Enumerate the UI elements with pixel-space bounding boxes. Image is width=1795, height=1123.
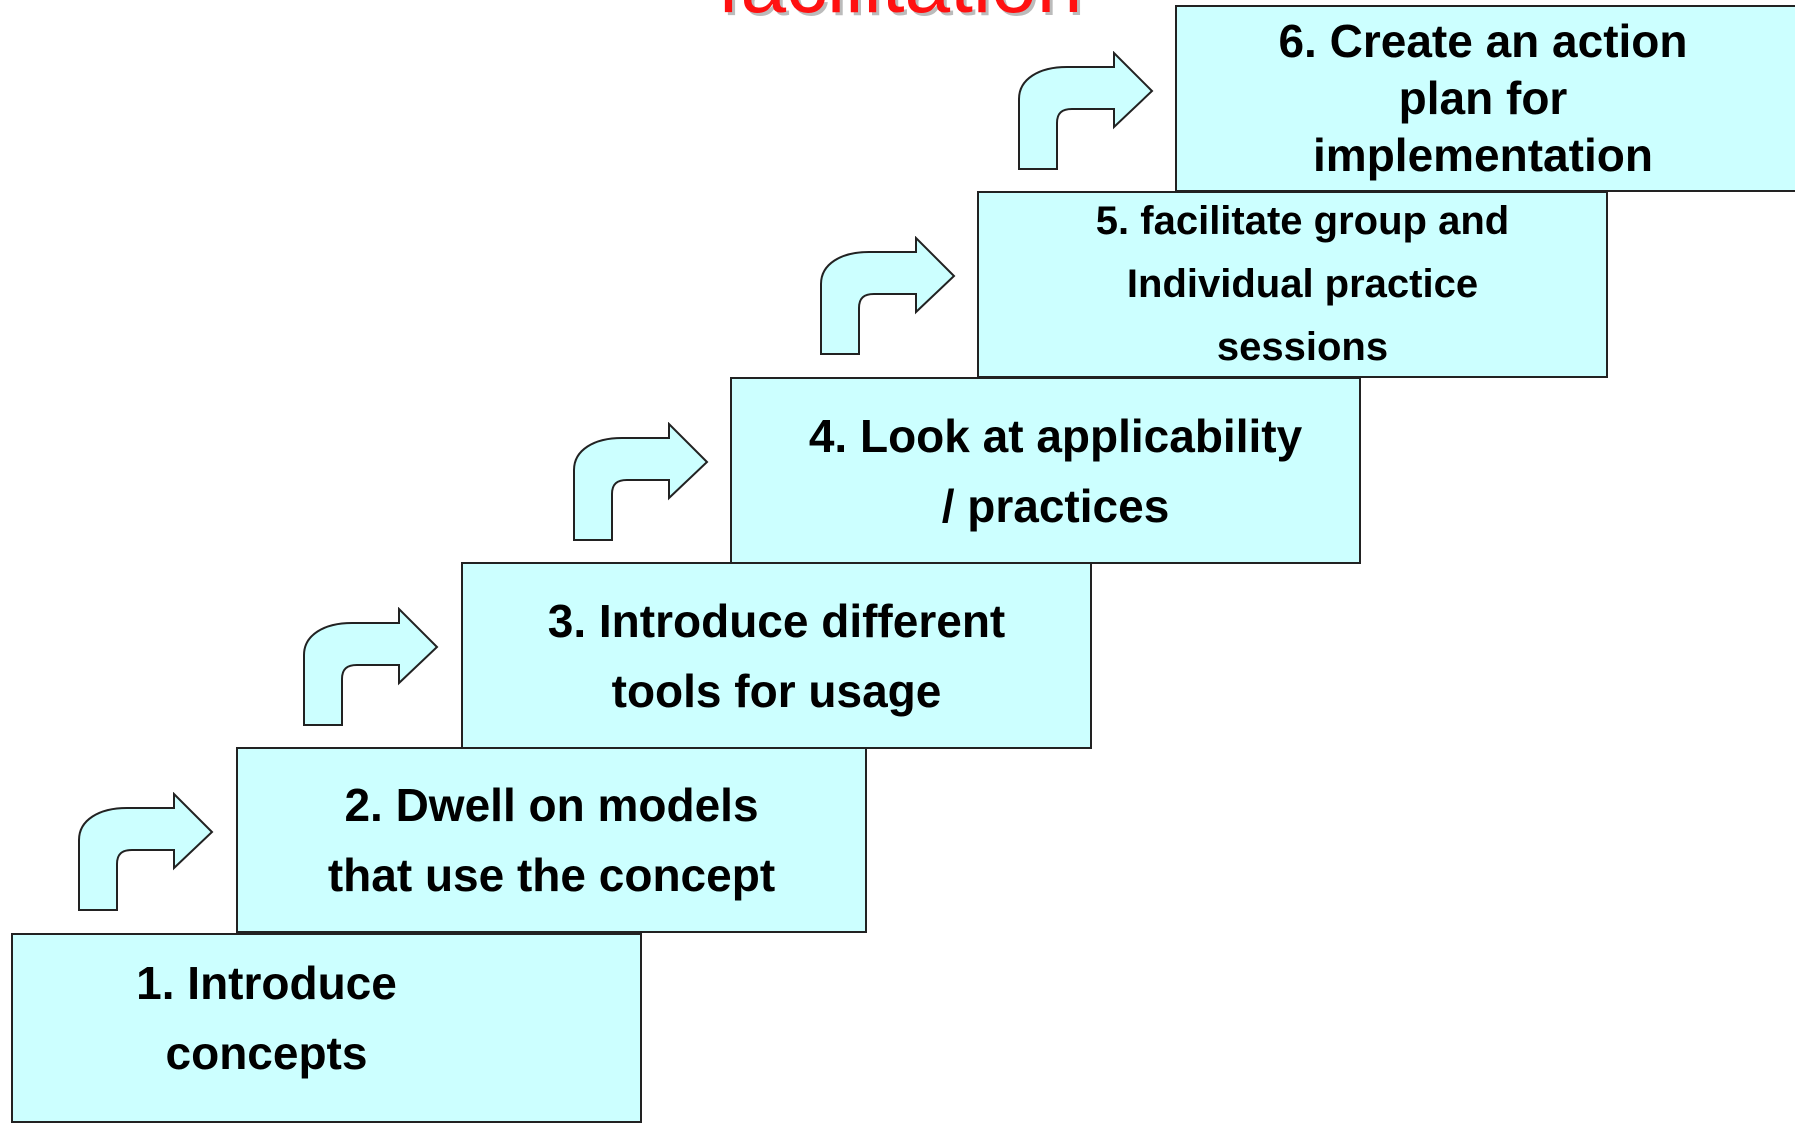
step-5-label: 5. facilitate group and Individual pract… (1095, 199, 1510, 369)
step-6-box: 6. Create an action plan for implementat… (1175, 5, 1795, 192)
bent-up-right-arrow-icon (572, 422, 712, 542)
step-1-label: 1. Introduce concepts (136, 957, 397, 1079)
bent-up-right-arrow-icon (77, 792, 217, 912)
step-1-box: 1. Introduce concepts (11, 933, 642, 1123)
bent-up-right-arrow-icon (1017, 51, 1157, 171)
step-3-box: 3. Introduce different tools for usage (461, 562, 1092, 749)
step-2-label: 2. Dwell on models that use the concept (327, 779, 776, 901)
step-2-box: 2. Dwell on models that use the concept (236, 747, 867, 933)
step-4-label: 4. Look at applicability / practices (808, 409, 1303, 532)
bent-up-right-arrow-icon (302, 607, 442, 727)
bent-up-right-arrow-icon (819, 236, 959, 356)
step-3-label: 3. Introduce different tools for usage (547, 594, 1006, 717)
slide-title: facilitation (600, 0, 1200, 30)
step-6-label: 6. Create an action plan for implementat… (1278, 15, 1688, 181)
step-5-box: 5. facilitate group and Individual pract… (977, 191, 1608, 378)
step-4-box: 4. Look at applicability / practices (730, 377, 1361, 564)
